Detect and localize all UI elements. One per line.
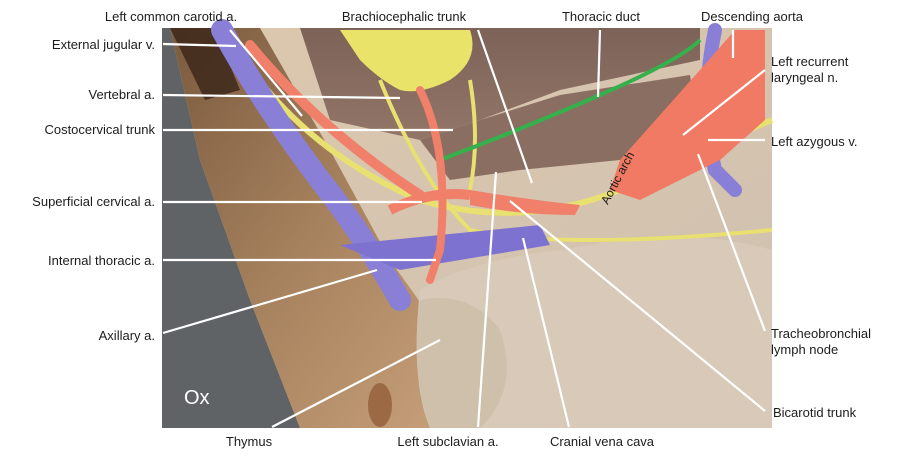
leader-brachiocephalic-trunk — [476, 29, 534, 184]
nerve-branch — [468, 79, 477, 191]
label-left-recurrent-laryngeal: Left recurrent laryngeal n. — [771, 54, 849, 85]
species-label: Ox — [184, 387, 210, 409]
leader-left-recurrent-laryngeal — [682, 69, 766, 136]
label-thoracic-duct: Thoracic duct — [561, 9, 641, 24]
label-tracheobronchial-lymph-node: Tracheobronchial lymph node — [771, 326, 871, 357]
leader-cranial-vena-cava — [521, 237, 571, 428]
leader-thymus — [271, 339, 441, 428]
grey-backdrop — [162, 28, 300, 428]
leader-thoracic-duct — [596, 29, 602, 98]
leader-tracheobronchial-lymph-node — [696, 153, 767, 332]
brachiocephalic-vessel — [470, 190, 580, 215]
cut-structure — [368, 383, 392, 427]
descending-aorta-vessel — [610, 30, 765, 200]
common-carotid-artery — [245, 40, 425, 200]
label-external-jugular: External jugular v. — [51, 37, 155, 52]
label-costocervical-trunk: Costocervical trunk — [44, 122, 155, 137]
label-cranial-vena-cava: Cranial vena cava — [549, 434, 655, 449]
label-superficial-cervical: Superficial cervical a. — [32, 194, 155, 209]
leader-vertebral — [162, 93, 401, 100]
thoracic-duct-vessel — [439, 38, 702, 162]
label-bicarotid-trunk: Bicarotid trunk — [773, 405, 857, 420]
label-left-azygous: Left azygous v. — [771, 134, 858, 149]
label-descending-aorta: Descending aorta — [701, 9, 803, 24]
brachial-plexus — [340, 30, 473, 92]
label-vertebral: Vertebral a. — [88, 87, 156, 102]
leader-left-common-carotid — [229, 29, 303, 117]
bicarotid-vessel — [387, 189, 471, 215]
label-left-common-carotid: Left common carotid a. — [104, 9, 238, 24]
leader-external-jugular — [162, 42, 237, 48]
label-internal-thoracic: Internal thoracic a. — [48, 253, 155, 268]
leader-bicarotid-trunk — [509, 200, 766, 412]
limb-muscle — [170, 28, 470, 428]
cranial-vena-cava-vessel — [340, 225, 550, 270]
dark-muscle — [170, 28, 240, 100]
costocervical-artery — [416, 86, 447, 284]
label-left-subclavian: Left subclavian a. — [397, 434, 499, 449]
label-thymus: Thymus — [225, 434, 273, 449]
leader-left-subclavian — [476, 171, 498, 428]
label-axillary: Axillary a. — [98, 328, 155, 343]
leader-axillary — [162, 268, 378, 335]
label-brachiocephalic-trunk: Brachiocephalic trunk — [341, 9, 467, 24]
